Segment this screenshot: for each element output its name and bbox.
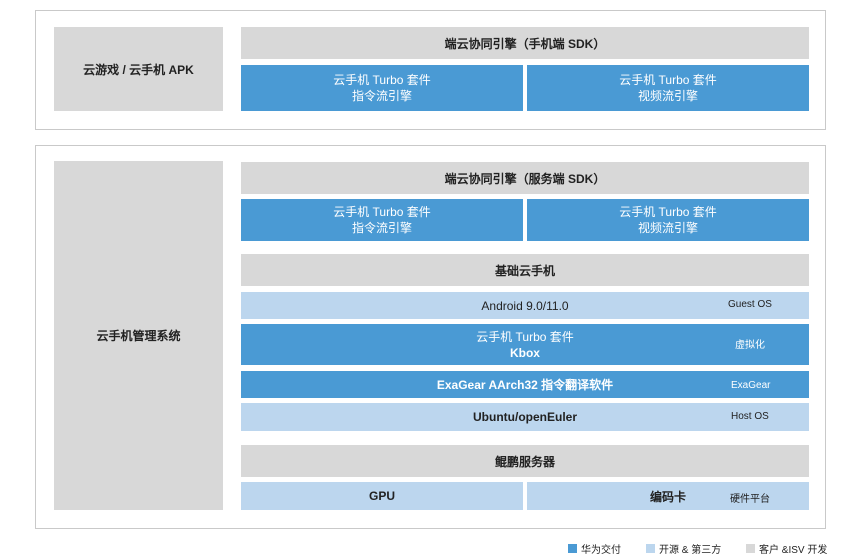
host-os-layer: Ubuntu/openEuler Host OS [241, 403, 809, 431]
client-instruction-line1: 云手机 Turbo 套件 [333, 73, 431, 87]
codec-box: 编码卡 硬件平台 [527, 482, 809, 510]
server-engine-title: 端云协同引擎（服务端 SDK） [241, 162, 809, 194]
server-video-line2: 视频流引擎 [637, 221, 698, 235]
server-video-line1: 云手机 Turbo 套件 [619, 205, 717, 219]
legend-opensource-swatch [646, 544, 655, 553]
mgmt-box: 云手机管理系统 [54, 161, 223, 510]
apk-box: 云游戏 / 云手机 APK [54, 27, 223, 111]
legend-huawei-label: 华为交付 [581, 545, 621, 556]
kbox-line2: Kbox [509, 345, 540, 360]
kunpeng-server-title: 鲲鹏服务器 [241, 445, 809, 477]
base-cloud-phone-title: 基础云手机 [241, 254, 809, 286]
legend-customer-swatch [746, 544, 755, 553]
legend-opensource: 开源 & 第三方 [646, 541, 721, 556]
legend-customer: 客户 &ISV 开发 [746, 541, 827, 556]
gpu-label: GPU [368, 489, 395, 503]
exagear-label: ExaGear AArch32 指令翻译软件 [436, 377, 614, 392]
exagear-tag: ExaGear [731, 380, 771, 391]
base-cloud-phone-text: 基础云手机 [494, 263, 555, 278]
client-instruction-engine: 云手机 Turbo 套件 指令流引擎 [241, 65, 523, 111]
apk-label: 云游戏 / 云手机 APK [83, 62, 194, 77]
mgmt-label: 云手机管理系统 [96, 329, 181, 343]
server-instruction-line1: 云手机 Turbo 套件 [333, 205, 431, 219]
client-instruction-line2: 指令流引擎 [351, 89, 412, 103]
legend-huawei: 华为交付 [568, 541, 621, 556]
server-video-engine: 云手机 Turbo 套件 视频流引擎 [527, 199, 809, 241]
client-video-engine: 云手机 Turbo 套件 视频流引擎 [527, 65, 809, 111]
host-os-tag: Host OS [731, 411, 769, 422]
legend-customer-label: 客户 &ISV 开发 [759, 545, 828, 556]
client-video-line1: 云手机 Turbo 套件 [619, 73, 717, 87]
client-engine-title: 端云协同引擎（手机端 SDK） [241, 27, 809, 59]
virtualization-tag: 虚拟化 [735, 340, 765, 351]
android-label: Android 9.0/11.0 [481, 298, 569, 313]
codec-label: 编码卡 [649, 489, 686, 504]
gpu-box: GPU [241, 482, 523, 510]
legend-huawei-swatch [568, 544, 577, 553]
legend-opensource-label: 开源 & 第三方 [659, 545, 722, 556]
exagear-layer: ExaGear AArch32 指令翻译软件 ExaGear [241, 371, 809, 398]
kunpeng-server-text: 鲲鹏服务器 [494, 454, 555, 469]
client-engine-title-text: 端云协同引擎（手机端 SDK） [444, 36, 606, 51]
hardware-platform-tag: 硬件平台 [730, 494, 770, 505]
kbox-layer: 云手机 Turbo 套件 Kbox 虚拟化 [241, 324, 809, 365]
android-layer: Android 9.0/11.0 Guest OS [241, 292, 809, 319]
server-instruction-line2: 指令流引擎 [351, 221, 412, 235]
server-engine-title-text: 端云协同引擎（服务端 SDK） [444, 171, 606, 186]
client-video-line2: 视频流引擎 [637, 89, 698, 103]
guest-os-tag: Guest OS [728, 299, 772, 310]
ubuntu-label: Ubuntu/openEuler [473, 410, 577, 424]
server-instruction-engine: 云手机 Turbo 套件 指令流引擎 [241, 199, 523, 241]
kbox-line1: 云手机 Turbo 套件 [476, 329, 574, 344]
